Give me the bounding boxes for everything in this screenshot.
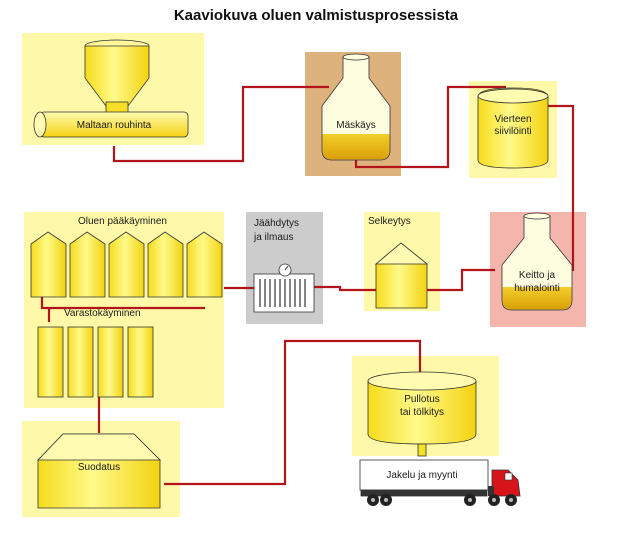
pipe-filtration-to-bottling [164, 339, 422, 486]
diagram-title: Kaaviokuva oluen valmistusprosessista [174, 7, 459, 24]
stage-label-boiling-line2: humalointi [514, 283, 560, 294]
delivery-truck-icon [359, 459, 521, 506]
stage-label-mashing: Mäskäys [336, 120, 375, 131]
stage-label-boiling-line1: Keitto ja [519, 270, 556, 281]
storage-tank-icon [37, 326, 154, 398]
mash-tun-icon [321, 53, 391, 161]
stage-label-wort-filter-line1: Vierteen [494, 114, 531, 125]
fermentation-tank-icon [30, 231, 223, 298]
brew-kettle-icon [501, 212, 573, 311]
funnel-hopper-icon [84, 39, 150, 115]
stage-label-clarification: Selkeytys [368, 216, 411, 227]
stage-label-storage-fermentation: Varastokäyminen [64, 308, 141, 319]
pipe-kettle-to-clarification [421, 268, 495, 292]
pipe-network [40, 85, 575, 486]
bottling-tank-icon [367, 371, 477, 457]
mill-roller-icon [33, 111, 189, 138]
pipe-milling-to-mashing [112, 85, 329, 163]
stage-label-cooling-line2: ja ilmaus [253, 232, 293, 243]
settling-tank-icon [374, 242, 429, 309]
stage-label-milling: Maltaan rouhinta [77, 120, 152, 131]
stage-label-distribution: Jakelu ja myynti [386, 470, 457, 481]
pipe-wort-filter-to-kettle [546, 104, 575, 271]
lauter-tank-icon [477, 87, 549, 169]
stage-label-filtration: Suodatus [78, 462, 120, 473]
stage-label-main-fermentation: Oluen pääkäyminen [78, 216, 167, 227]
filter-tank-icon [37, 433, 161, 509]
stage-label-bottling-line2: tai tölkitys [400, 407, 444, 418]
pipe-clarification-to-cooling [313, 285, 401, 292]
heat-exchanger-icon [253, 263, 315, 313]
stage-label-cooling-line1: Jäähdytys [254, 218, 299, 229]
stage-label-wort-filter-line2: siivilöinti [494, 126, 531, 137]
stage-label-bottling-line1: Pullotus [404, 394, 440, 405]
